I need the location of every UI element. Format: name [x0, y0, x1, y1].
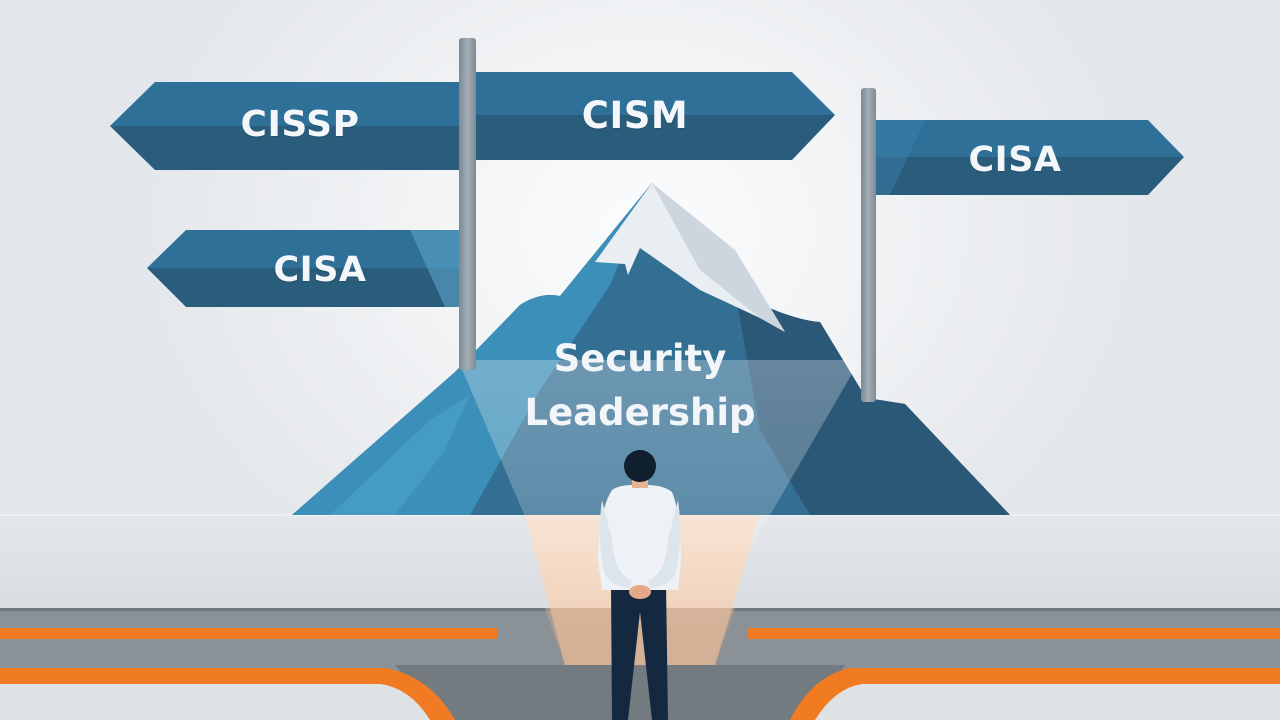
sign-cisa-left	[147, 230, 459, 307]
sign-cissp	[110, 82, 459, 170]
sign-label-cisa-right: CISA	[968, 140, 1062, 180]
headline-line-1: Security	[553, 337, 727, 380]
road-curve-right	[790, 668, 1280, 720]
road-stripe-left	[0, 628, 497, 639]
road-stripe-right	[748, 628, 1280, 639]
person-shirt	[598, 484, 681, 590]
road-curve-left	[0, 668, 455, 720]
sign-label-cisa-left: CISA	[273, 250, 367, 290]
signpost-pole-right	[861, 88, 876, 402]
headline-line-2: Leadership	[524, 391, 756, 434]
headline-security-leadership: Security Leadership	[470, 332, 810, 440]
person-head	[624, 450, 656, 482]
sign-cism	[476, 72, 835, 160]
mountain	[292, 183, 1010, 515]
sign-label-cism: CISM	[581, 94, 689, 137]
person-pants	[611, 583, 668, 720]
sign-cisa-right	[876, 120, 1184, 195]
person-figure	[598, 450, 681, 720]
signpost-pole-left	[459, 38, 476, 370]
sign-label-cissp: CISSP	[240, 104, 360, 145]
